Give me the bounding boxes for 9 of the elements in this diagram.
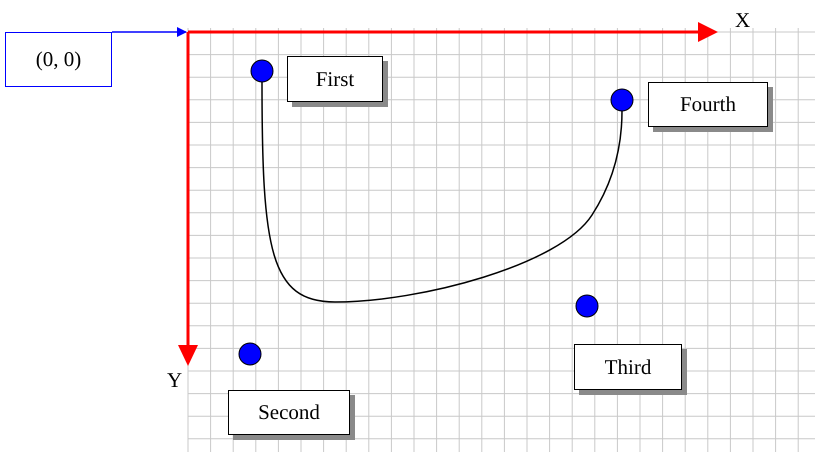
axis-label: Y — [167, 368, 182, 393]
point-dot — [250, 60, 274, 82]
point-dot — [576, 294, 598, 318]
point-dot — [238, 342, 262, 366]
axis-label: X — [735, 8, 750, 33]
point-dot — [610, 88, 634, 112]
origin-label-box: (0, 0) — [5, 32, 112, 87]
arrow — [112, 27, 187, 37]
curve-line — [261, 82, 623, 303]
